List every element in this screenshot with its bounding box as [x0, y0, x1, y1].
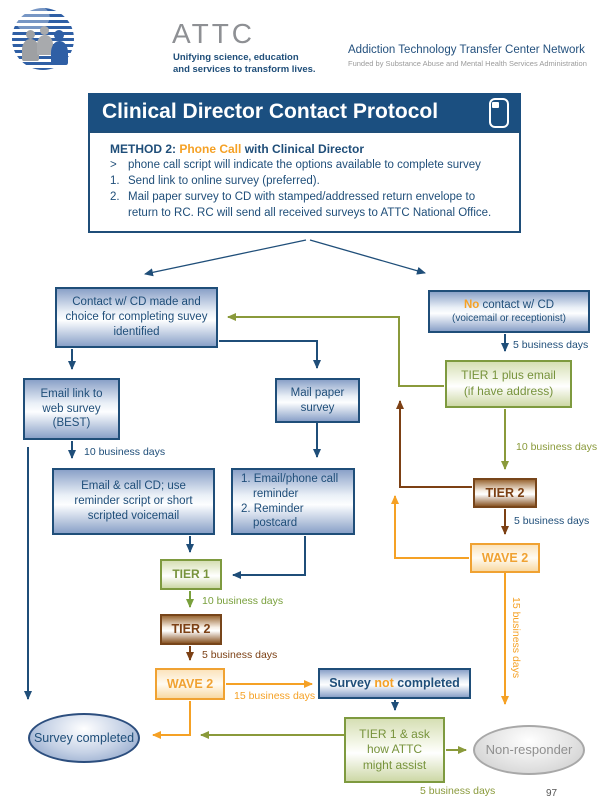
node-mail-paper: Mail paper survey: [275, 378, 360, 423]
node-contact-made: Contact w/ CD made and choice for comple…: [55, 287, 218, 348]
edge-label: 10 business days: [202, 595, 284, 607]
edge-label: 15 business days: [234, 690, 316, 702]
edge-label: 5 business days: [513, 339, 589, 351]
person-icon: [51, 41, 68, 65]
node-tier1-ask: TIER 1 & ask how ATTC might assist: [344, 717, 445, 783]
node-reminder: 1. Email/phone call reminder 2. Reminder…: [231, 468, 355, 535]
edge-tier2r-loopback: [396, 400, 472, 488]
network-subtitle: Funded by Substance Abuse and Mental Hea…: [348, 59, 587, 68]
method-item: 1.Send link to online survey (preferred)…: [110, 174, 320, 187]
edge-method-to-no-contact: [309, 239, 426, 275]
node-tier1-plus-email: TIER 1 plus email (if have address): [445, 360, 572, 408]
node-tier2-left: TIER 2: [160, 614, 222, 645]
logo-wordmark: ATTC: [172, 18, 256, 49]
edge-label: 10 business days: [516, 441, 598, 453]
node-tier2-right: TIER 2: [473, 478, 537, 508]
edge-label: 15 business days: [510, 597, 522, 679]
node-email-call-cd: Email & call CD; use reminder script or …: [52, 468, 215, 535]
edge-contact-to-mail-paper: [219, 340, 321, 369]
network-header: Addiction Technology Transfer Center Net…: [348, 44, 610, 68]
node-survey-completed: Survey completed: [28, 713, 140, 763]
page-title: Clinical Director Contact Protocol: [102, 100, 439, 123]
edge-label: 5 business days: [202, 649, 278, 661]
attc-logo: [10, 1, 160, 76]
edge-method-to-contact: [144, 239, 307, 277]
logo-tagline: Unifying science, education and services…: [173, 52, 316, 76]
edge-tier1plus-to-contact: [227, 313, 444, 387]
person-icon: [26, 30, 35, 39]
node-wave2-left: WAVE 2: [155, 668, 225, 700]
person-icon: [22, 39, 39, 61]
page-number: 97: [546, 788, 558, 799]
node-email-link: Email link to web survey (BEST): [23, 378, 120, 440]
edge-label: 10 business days: [84, 446, 166, 458]
edge-wave2r-loopback: [391, 495, 469, 559]
person-icon: [37, 35, 53, 55]
person-icon: [40, 26, 49, 35]
method-item: 2.Mail paper survey to CD with stamped/a…: [110, 190, 492, 219]
edge-label: 5 business days: [514, 515, 590, 527]
node-wave2-right: WAVE 2: [470, 543, 540, 573]
method-heading: METHOD 2: Phone Call with Clinical Direc…: [110, 142, 365, 156]
node-survey-not-completed: Survey not completed: [318, 668, 471, 699]
method-box: METHOD 2: Phone Call with Clinical Direc…: [88, 131, 521, 233]
phone-icon: [489, 98, 509, 128]
person-icon: [54, 30, 64, 40]
node-tier1-left: TIER 1: [160, 559, 222, 590]
network-title: Addiction Technology Transfer Center Net…: [348, 44, 585, 56]
edge-label: 5 business days: [420, 785, 496, 797]
edge-wave2l-to-survey-completed: [152, 701, 191, 739]
node-non-responder: Non-responder: [473, 725, 585, 775]
node-no-contact: No contact w/ CD (voicemail or reception…: [428, 290, 590, 333]
edge-reminder-to-tier1: [232, 536, 306, 579]
protocol-title-bar: Clinical Director Contact Protocol: [88, 93, 521, 131]
method-item: >phone call script will indicate the opt…: [110, 159, 481, 171]
